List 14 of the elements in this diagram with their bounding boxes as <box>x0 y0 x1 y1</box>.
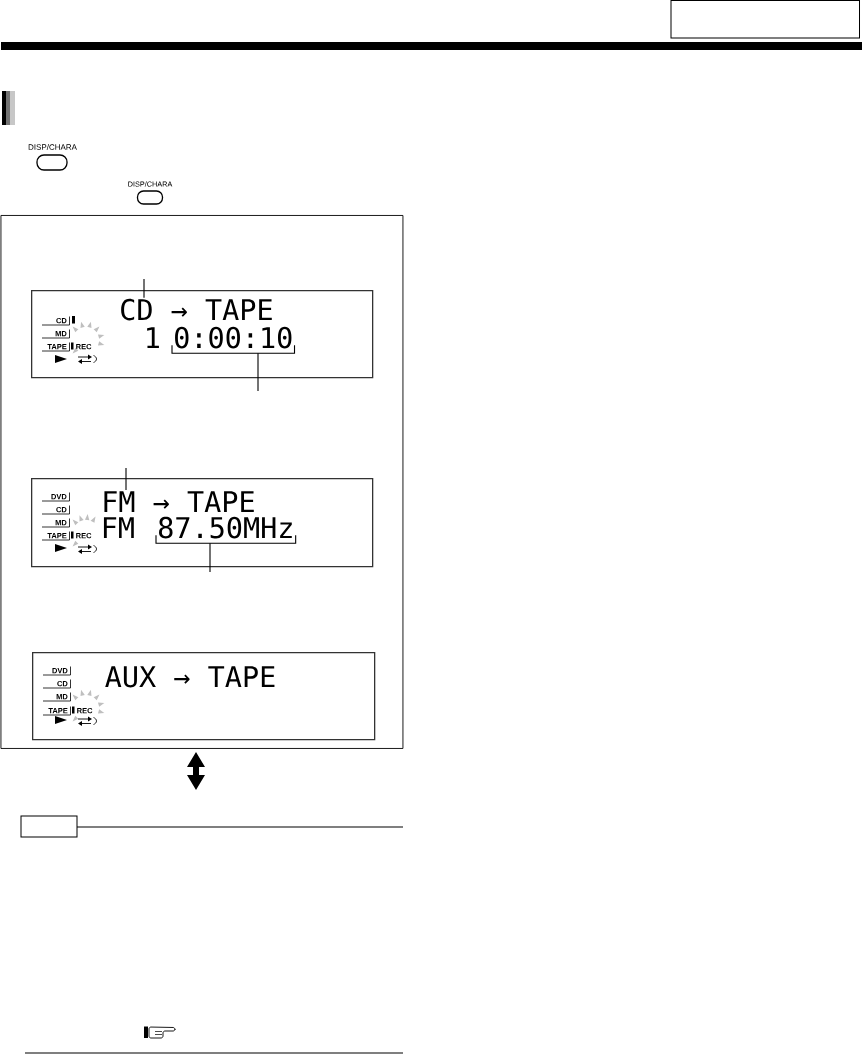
leader-line <box>257 352 259 392</box>
leader-line <box>209 542 211 573</box>
lcd-text: 1 <box>147 327 159 348</box>
lcd-text: AUX → TAPE <box>105 666 275 688</box>
lcd-text: 87.50MHz <box>159 516 292 539</box>
lcd-text: 0:00:10 <box>175 326 292 349</box>
lcd-text: FM → TAPE <box>104 491 254 512</box>
leader-line <box>143 278 145 299</box>
lcd-text: FM <box>103 517 134 538</box>
figure-frame <box>0 215 404 749</box>
leader-line <box>125 467 127 491</box>
lcd-text: CD → TAPE <box>121 298 272 321</box>
button: DISP/CHARA <box>28 144 77 171</box>
node-label: DISP/CHARA <box>28 144 77 150</box>
